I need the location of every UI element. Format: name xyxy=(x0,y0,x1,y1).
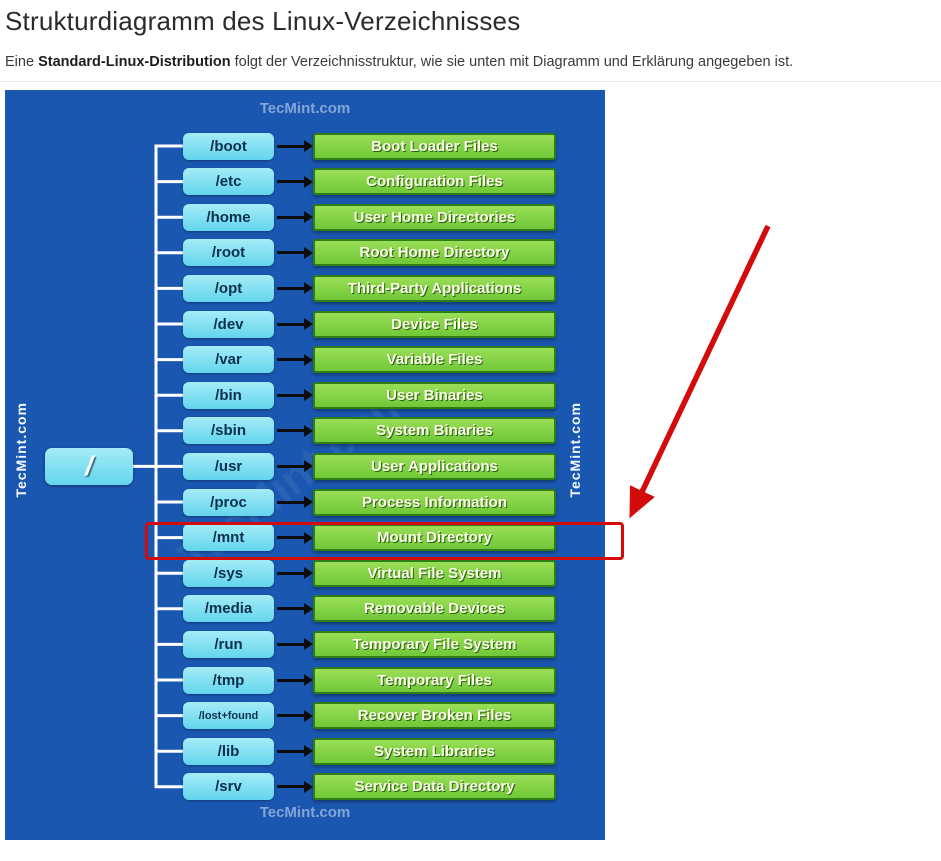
directory-row: /home User Home Directories xyxy=(5,203,605,231)
directory-description: Third-Party Applications xyxy=(313,274,556,302)
directory-row: /sbin System Binaries xyxy=(5,417,605,445)
directory-row: /lost+found Recover Broken Files xyxy=(5,702,605,730)
directory-description: System Binaries xyxy=(313,417,556,445)
arrow-connector-icon xyxy=(277,567,313,580)
arrow-connector-icon xyxy=(277,674,313,686)
directory-row: /srv Service Data Directory xyxy=(5,773,605,801)
header-divider xyxy=(0,81,941,82)
subtitle-prefix: Eine xyxy=(5,54,39,70)
directory-description: Virtual File System xyxy=(313,559,556,587)
directory-row: /run Temporary File System xyxy=(5,630,605,658)
directory-row: /bin User Binaries xyxy=(5,381,605,409)
directory-description: Removable Devices xyxy=(313,595,556,623)
arrow-connector-icon xyxy=(277,709,313,722)
watermark-top: TecMint.com xyxy=(259,100,351,117)
directory-row: /etc Configuration Files xyxy=(5,168,605,196)
directory-row: /sys Virtual File System xyxy=(5,559,605,587)
red-arrow-line xyxy=(629,224,771,519)
arrow-connector-icon xyxy=(277,282,313,295)
directory-node-media: /media xyxy=(183,595,274,623)
directory-node-etc: /etc xyxy=(183,168,274,196)
arrow-connector-icon xyxy=(277,638,313,651)
directory-description: User Binaries xyxy=(313,381,556,409)
directory-node-var: /var xyxy=(183,346,274,374)
arrow-connector-icon xyxy=(277,496,313,508)
directory-description: Configuration Files xyxy=(313,168,556,196)
directory-description: Boot Loader Files xyxy=(313,132,556,160)
directory-row: /opt Third-Party Applications xyxy=(5,274,605,302)
arrow-connector-icon xyxy=(277,246,313,259)
directory-description: Root Home Directory xyxy=(313,239,556,267)
arrow-connector-icon xyxy=(277,318,313,330)
directory-description: Process Information xyxy=(313,488,556,516)
directory-node-usr: /usr xyxy=(183,452,274,480)
directory-node-tmp: /tmp xyxy=(183,666,274,694)
directory-node-dev: /dev xyxy=(183,310,274,338)
arrow-connector-icon xyxy=(277,780,313,793)
directory-node-home: /home xyxy=(183,203,274,231)
directory-node-opt: /opt xyxy=(183,274,274,302)
directory-description: User Home Directories xyxy=(313,203,556,231)
directory-row: /boot Boot Loader Files xyxy=(5,132,605,160)
directory-node-proc: /proc xyxy=(183,488,274,516)
directory-row: /media Removable Devices xyxy=(5,595,605,623)
subtitle-bold: Standard-Linux-Distribution xyxy=(38,54,231,70)
directory-description: Variable Files xyxy=(313,346,556,374)
arrow-connector-icon xyxy=(277,424,313,437)
directory-description: System Libraries xyxy=(313,737,556,765)
directory-node-lib: /lib xyxy=(183,737,274,765)
watermark-bottom: TecMint.com xyxy=(259,804,351,821)
directory-node-sbin: /sbin xyxy=(183,417,274,445)
arrow-connector-icon xyxy=(277,211,313,224)
directory-description: Recover Broken Files xyxy=(313,702,556,730)
arrow-connector-icon xyxy=(277,602,313,615)
directory-description: Device Files xyxy=(313,310,556,338)
arrow-connector-icon xyxy=(277,140,313,152)
directory-description: Service Data Directory xyxy=(313,773,556,801)
directory-node-srv: /srv xyxy=(183,773,274,801)
page-subtitle: Eine Standard-Linux-Distribution folgt d… xyxy=(5,54,793,70)
subtitle-suffix: folgt der Verzeichnisstruktur, wie sie u… xyxy=(230,54,794,70)
arrow-connector-icon xyxy=(277,745,313,758)
directory-description: Mount Directory xyxy=(313,524,556,552)
arrow-connector-icon xyxy=(277,389,313,402)
arrow-connector-icon xyxy=(277,353,313,366)
directory-node-root: /root xyxy=(183,239,274,267)
directory-node-mnt: /mnt xyxy=(183,524,274,552)
arrow-connector-icon xyxy=(277,460,313,473)
page-title: Strukturdiagramm des Linux-Verzeichnisse… xyxy=(5,6,521,36)
arrow-connector-icon xyxy=(277,531,313,544)
directory-row: /tmp Temporary Files xyxy=(5,666,605,694)
directory-node-sys: /sys xyxy=(183,559,274,587)
directory-node-boot: /boot xyxy=(183,132,274,160)
directory-row: /proc Process Information xyxy=(5,488,605,516)
mnt-highlight-box xyxy=(145,521,624,560)
directory-row: /usr User Applications xyxy=(5,452,605,480)
directory-node-run: /run xyxy=(183,630,274,658)
directory-description: User Applications xyxy=(313,452,556,480)
directory-row: /mnt Mount Directory xyxy=(5,524,605,552)
directory-row: /root Root Home Directory xyxy=(5,239,605,267)
directory-row: /var Variable Files xyxy=(5,346,605,374)
directory-row: /lib System Libraries xyxy=(5,737,605,765)
directory-description: Temporary Files xyxy=(313,666,556,694)
arrow-connector-icon xyxy=(277,175,313,188)
directory-node-lost+found: /lost+found xyxy=(183,702,274,730)
directory-row: /dev Device Files xyxy=(5,310,605,338)
linux-directory-diagram: TecMint.com TecMint.com TecMint.com TecM… xyxy=(5,90,624,840)
directory-description: Temporary File System xyxy=(313,630,556,658)
root-node: / xyxy=(45,448,133,485)
directory-node-bin: /bin xyxy=(183,381,274,409)
tree-connector-lines xyxy=(131,144,188,789)
